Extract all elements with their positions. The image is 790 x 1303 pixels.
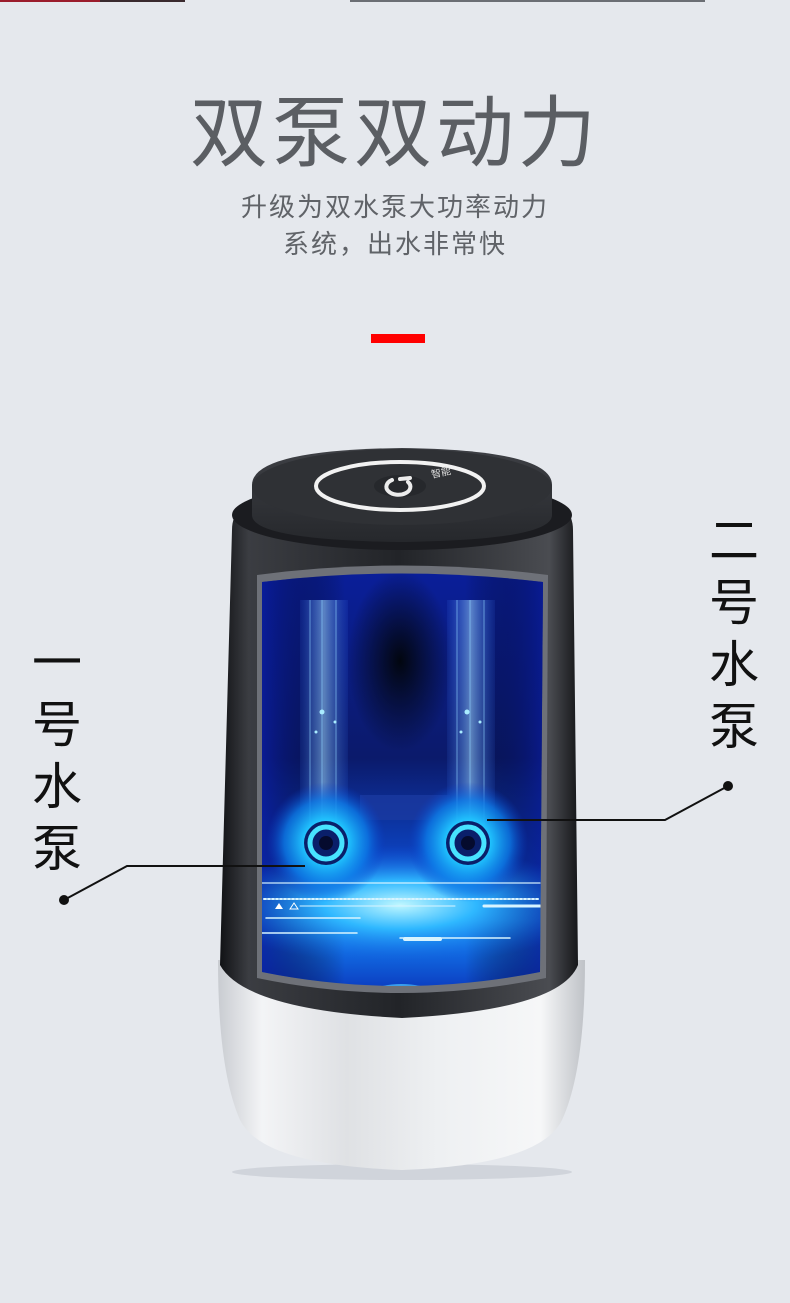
callout-dot-pump-two bbox=[723, 781, 733, 791]
subtitle-line-2: 系统，出水非常快 bbox=[282, 230, 507, 260]
top-edge-strip bbox=[0, 0, 790, 2]
callout-pump-one bbox=[63, 865, 305, 901]
pump-two-rotor bbox=[446, 821, 490, 865]
svg-text:智能: 智能 bbox=[430, 464, 452, 481]
pump-one-label: 一 号 水 泵 bbox=[32, 634, 82, 878]
power-button-ring bbox=[314, 460, 486, 512]
pump-one-rotor bbox=[304, 821, 348, 865]
page-title: 双泵双动力 bbox=[189, 89, 600, 179]
power-icon bbox=[384, 478, 413, 497]
subtitle-line-1: 升级为双水泵大功率动力 bbox=[240, 193, 549, 223]
callout-pump-two bbox=[487, 785, 729, 821]
accent-divider bbox=[371, 334, 425, 343]
pump-two-label: 二 号 水 泵 bbox=[709, 512, 759, 756]
callout-dot-pump-one bbox=[59, 895, 69, 905]
page-subtitle: 升级为双水泵大功率动力 系统，出水非常快 bbox=[0, 190, 790, 264]
